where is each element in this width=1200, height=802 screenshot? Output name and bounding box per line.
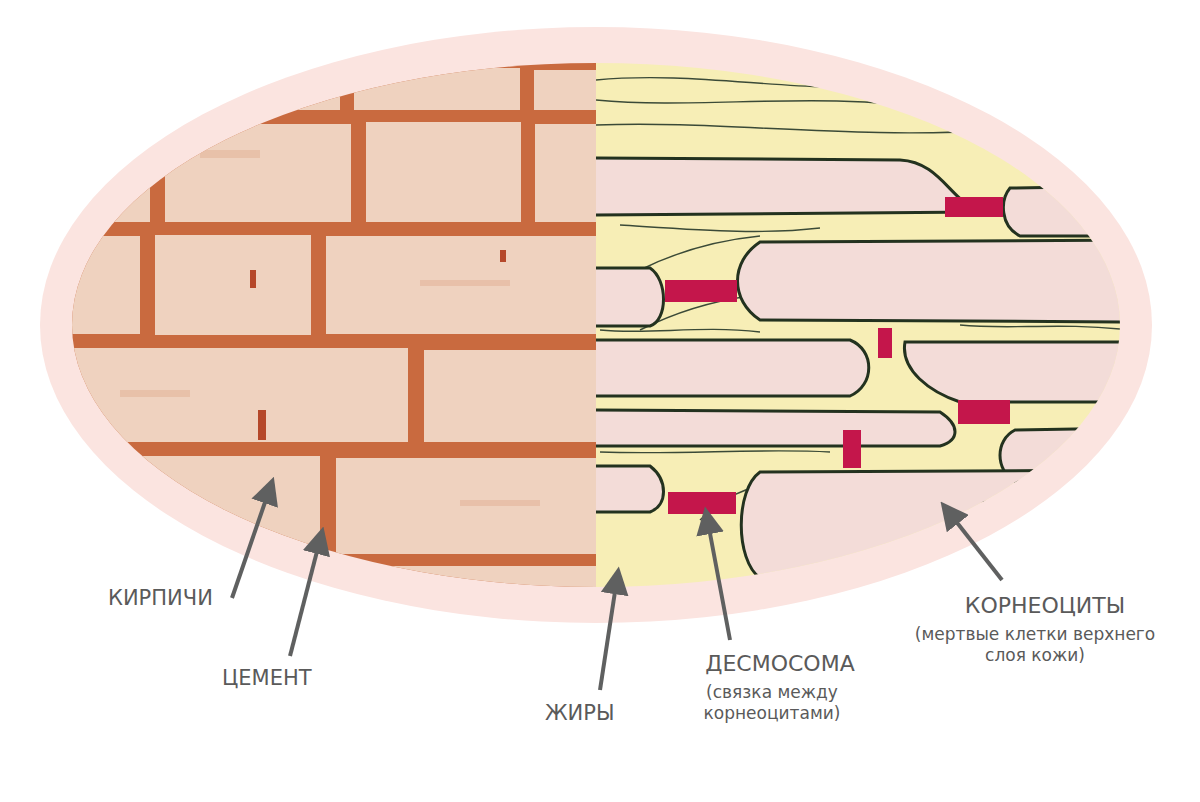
part-label: ЦЕМЕНТ [222, 665, 422, 691]
brick-wall [60, 40, 596, 620]
leader-arrows [232, 482, 1002, 690]
part-note: (связка между корнеоцитами) [672, 682, 872, 725]
part-label: КИРПИЧИ [108, 585, 308, 611]
outer-ring [40, 27, 1152, 623]
part-note: (мертвые клетки верхнего слоя кожи) [910, 624, 1160, 667]
part-label: КОРНЕОЦИТЫ [930, 592, 1160, 620]
stratum-corneum [596, 40, 1150, 620]
part-label: ДЕСМОСОМА [680, 650, 880, 678]
part-label: ЖИРЫ [545, 700, 665, 726]
